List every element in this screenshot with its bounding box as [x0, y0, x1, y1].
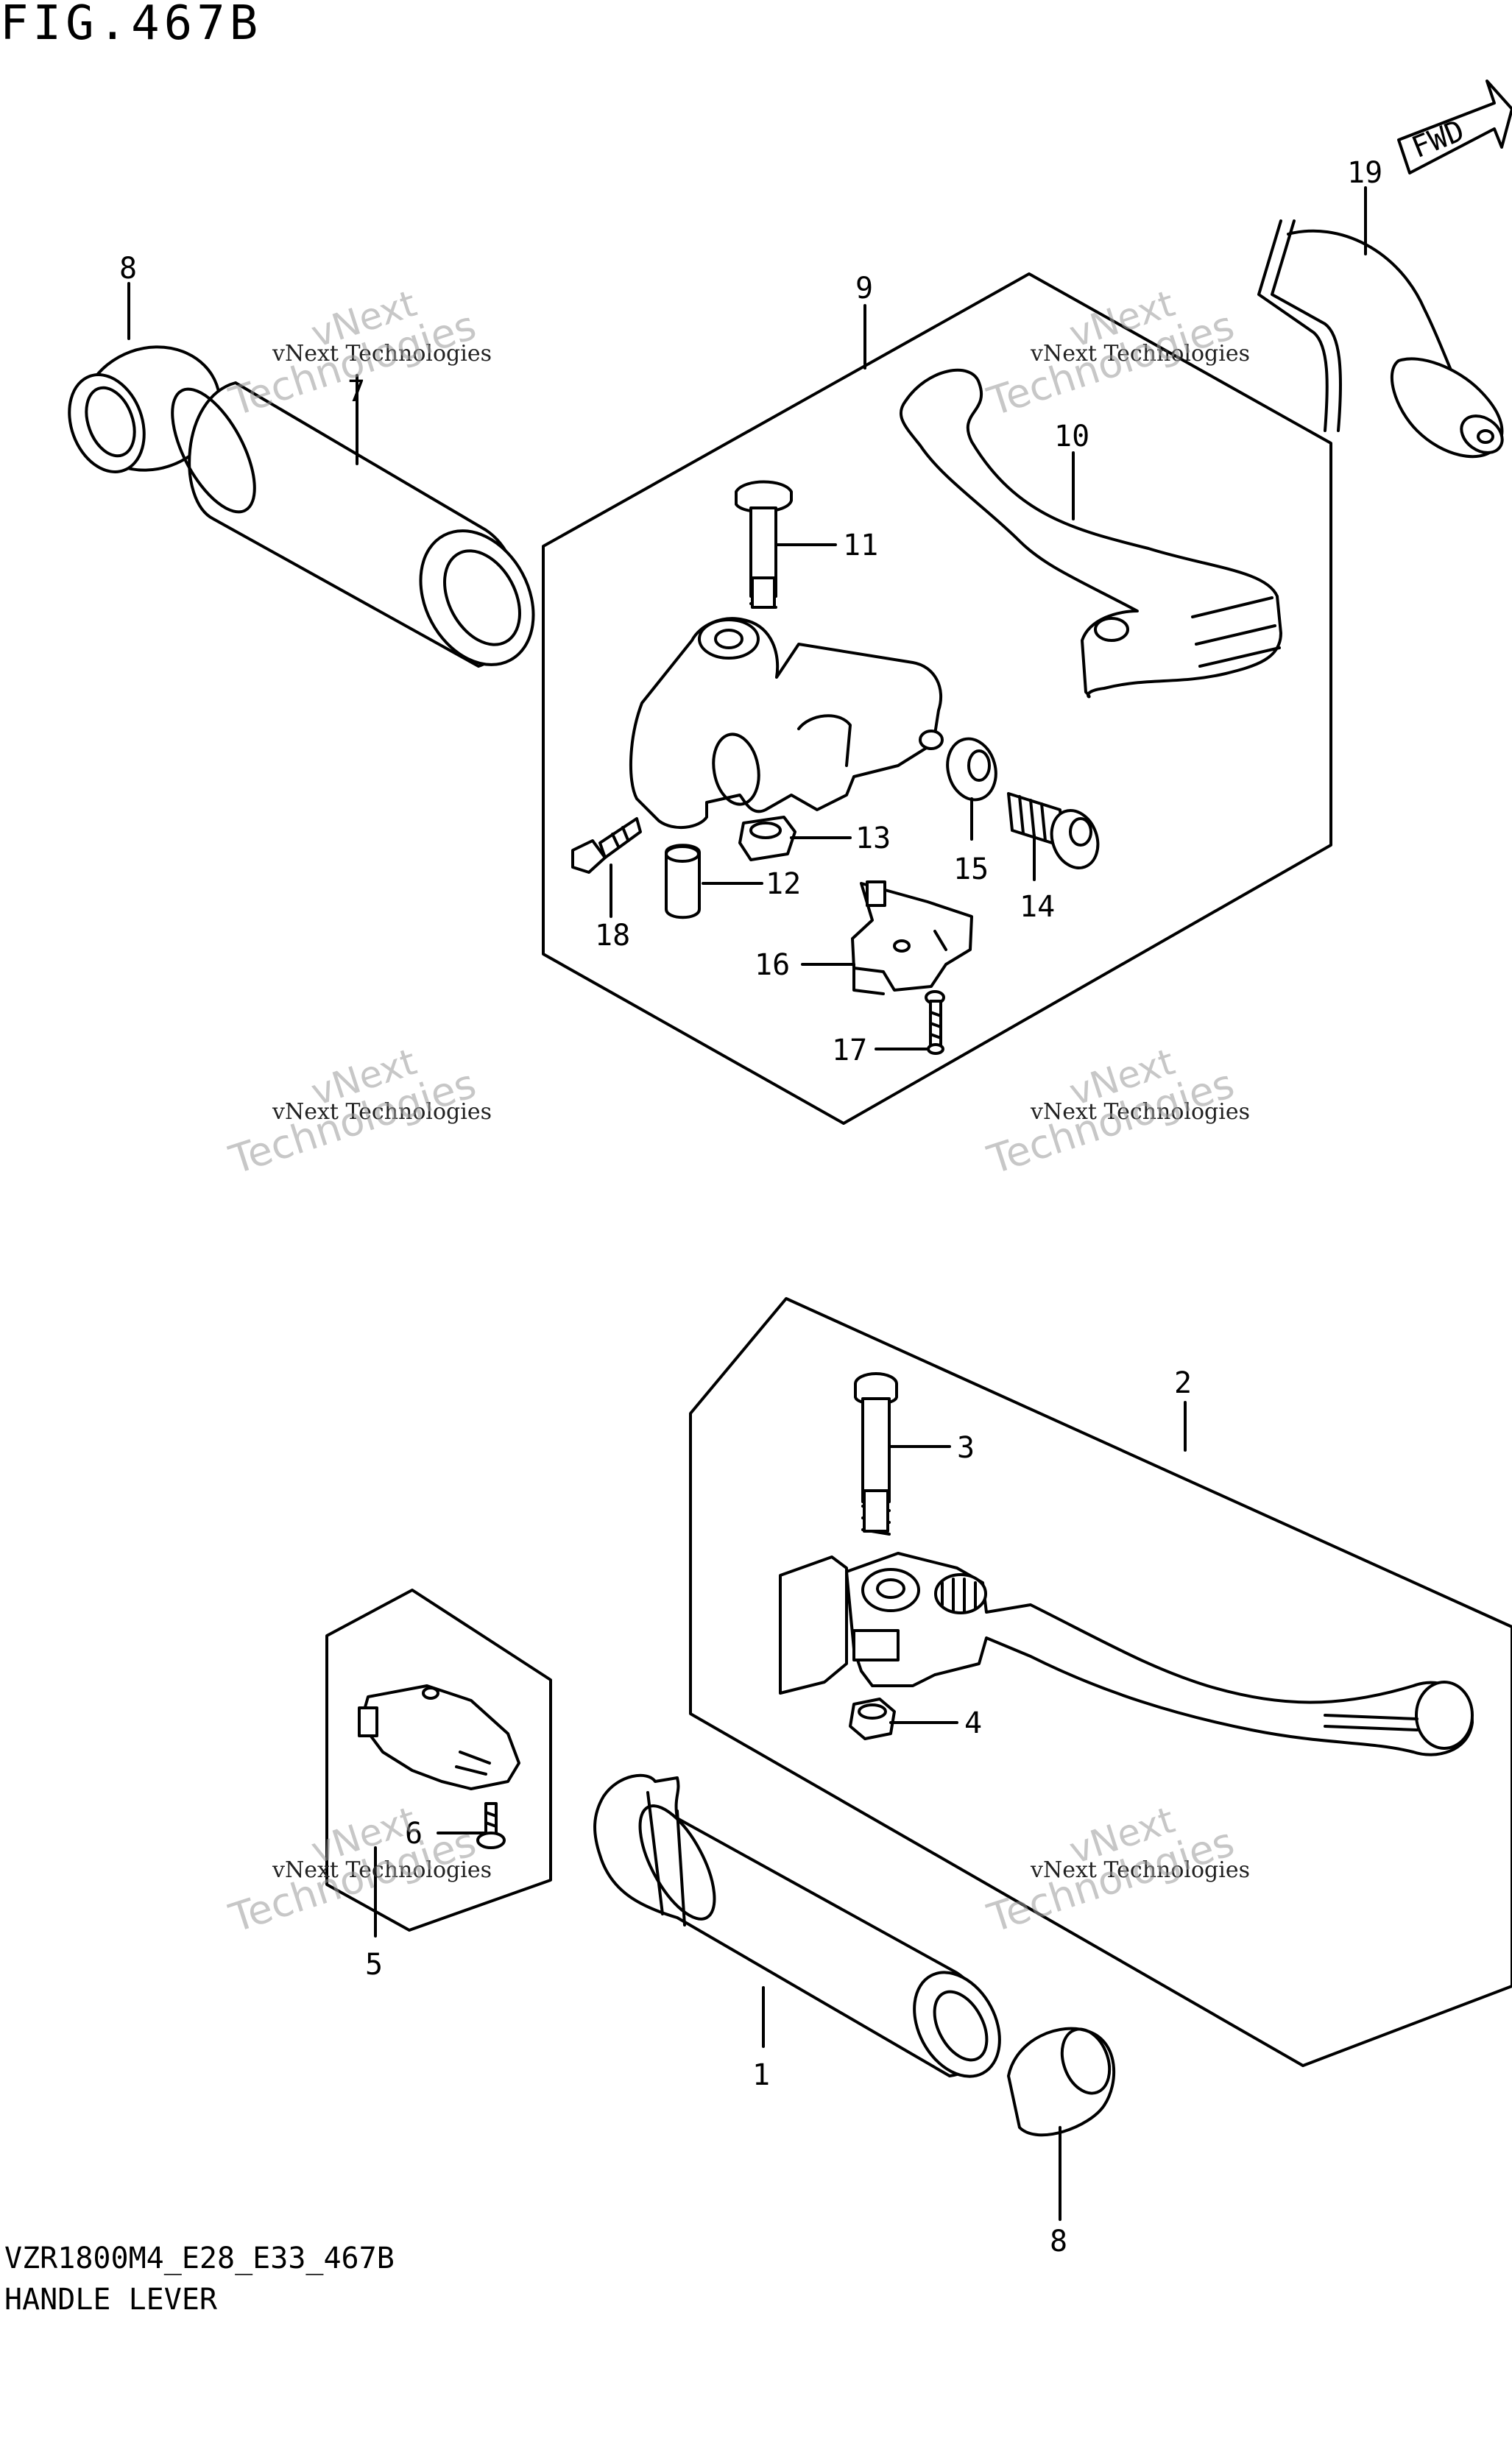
callout-13: 13 [855, 822, 891, 855]
section-name: HANDLE LEVER [4, 2283, 217, 2317]
watermark: vNext Technologies vNext Technologies [224, 1040, 492, 1184]
figure-title: FIG.467B [0, 0, 263, 51]
fwd-arrow-icon: FWD [1397, 80, 1512, 174]
watermark: vNext Technologies vNext Technologies [982, 1040, 1250, 1184]
callout-6: 6 [405, 1817, 423, 1851]
part-8-cap-bottom-icon [1007, 2027, 1116, 2137]
callout-9: 9 [855, 272, 873, 306]
part-7-grip-icon [171, 381, 535, 668]
part-11-pivot-bolt-icon [735, 480, 793, 609]
callout-11: 11 [843, 529, 878, 562]
part-16-clutch-switch-icon [851, 880, 973, 995]
watermark: vNext Technologies vNext Technologies [224, 1798, 492, 1942]
watermark: vNext Technologies vNext Technologies [982, 1798, 1250, 1942]
callout-4: 4 [964, 1706, 982, 1740]
part-17-screw-icon [925, 990, 945, 1055]
group-frame-brake-lever [689, 1297, 1512, 2067]
model-code: VZR1800M4_E28_E33_467B [4, 2242, 395, 2275]
callout-7: 7 [347, 375, 365, 409]
callout-2: 2 [1174, 1366, 1192, 1400]
callout-8-top: 8 [119, 252, 137, 286]
callout-3: 3 [957, 1431, 975, 1465]
svg-text:vNext Technologies: vNext Technologies [272, 341, 492, 367]
part-2-brake-lever-icon [779, 1552, 1474, 1756]
part-12-collar-icon [665, 844, 701, 919]
callout-5: 5 [365, 1948, 383, 1982]
part-3-pivot-bolt-icon [854, 1372, 898, 1536]
group-frame-switch [325, 1589, 552, 1932]
part-15-adjuster-ring-icon [946, 737, 997, 802]
part-19-grip-end-icon [1257, 219, 1504, 459]
svg-text:vNext Technologies: vNext Technologies [1030, 1099, 1250, 1125]
part-13-nut-icon [738, 816, 796, 861]
callout-18: 18 [595, 919, 630, 953]
callout-14: 14 [1020, 890, 1055, 924]
svg-text:vNext Technologies: vNext Technologies [1030, 341, 1250, 367]
svg-text:vNext Technologies: vNext Technologies [272, 1857, 492, 1883]
clutch-bracket-icon [629, 617, 944, 830]
callout-12: 12 [766, 867, 801, 901]
part-10-clutch-lever-icon [900, 368, 1282, 699]
callout-8-bottom: 8 [1050, 2225, 1067, 2258]
part-18-screw-icon [571, 817, 642, 874]
part-6-screw-icon [476, 1802, 506, 1849]
part-1-throttle-grip-icon [593, 1773, 1001, 2078]
callout-16: 16 [755, 948, 790, 982]
callout-19: 19 [1347, 156, 1382, 190]
svg-text:vNext Technologies: vNext Technologies [272, 1099, 492, 1125]
callout-17: 17 [832, 1034, 867, 1067]
part-14-adjuster-bolt-icon [1007, 792, 1100, 869]
callout-15: 15 [953, 852, 989, 886]
watermark: vNext Technologies vNext Technologies [982, 282, 1250, 425]
part-4-nut-icon [849, 1698, 896, 1740]
part-8-cap-top-icon [68, 345, 222, 473]
callout-10: 10 [1054, 420, 1089, 453]
callout-1: 1 [752, 2058, 770, 2092]
callout-numbers: 1 2 3 4 5 6 7 8 9 10 11 12 13 14 15 16 1… [119, 156, 1382, 2258]
group-frame-clutch-lever [542, 272, 1332, 1125]
part-5-switch-icon [358, 1684, 520, 1790]
svg-text:vNext Technologies: vNext Technologies [1030, 1857, 1250, 1883]
leader-lines [127, 186, 1367, 2221]
